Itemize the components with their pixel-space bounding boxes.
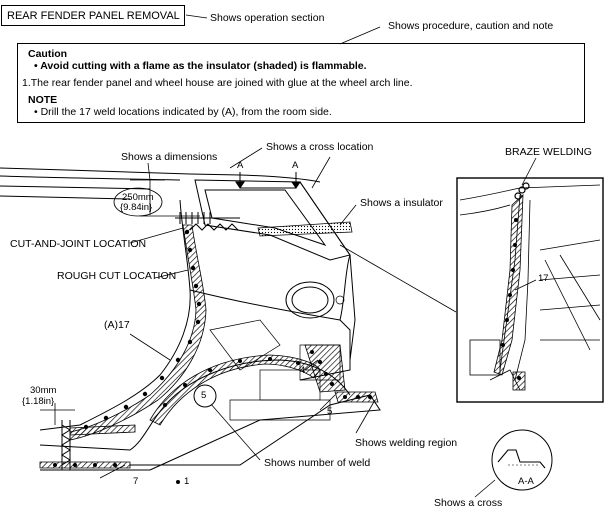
note-text: • Drill the 17 weld locations indicated … (34, 106, 332, 118)
braze-leader (521, 157, 537, 186)
weld-spots (53, 229, 372, 467)
dimension-30 (40, 403, 75, 425)
section-mark-a-right: A (292, 160, 299, 171)
section-title-box: REAR FENDER PANEL REMOVAL (1, 5, 185, 26)
procedure-box: Caution • Avoid cutting with a flame as … (17, 43, 585, 123)
roof-outline (0, 167, 321, 200)
rough-cut-label: ROUGH CUT LOCATION (57, 270, 177, 282)
caution-heading: Caution (28, 48, 68, 60)
weld-number-5b: 5 (327, 406, 333, 417)
note-heading: NOTE (28, 94, 58, 106)
dimension-250 (113, 162, 200, 217)
cross-section-label: A-A (518, 476, 534, 487)
weld-strip-arch (149, 354, 321, 426)
cross-location-callout: Shows a cross location (266, 141, 374, 153)
inset-braze (514, 182, 530, 200)
caution-text: • Avoid cutting with a flame as the insu… (34, 60, 367, 72)
braze-welding-label: BRAZE WELDING (505, 146, 592, 158)
cross-section-profile (497, 449, 546, 469)
note-text-body: Drill the 17 weld locations indicated by… (40, 106, 332, 118)
cut-and-joint-label: CUT-AND-JOINT LOCATION (10, 238, 147, 250)
callout-leaders (99, 147, 457, 479)
inset-weld-lower (512, 371, 526, 391)
dimensions-callout: Shows a dimensions (121, 151, 218, 163)
insulator-strip (257, 221, 353, 237)
weld-strip-sill (69, 424, 136, 436)
welding-region-callout: Shows welding region (355, 437, 458, 449)
weld-number-5: 5 (201, 390, 207, 401)
weld-count-circle (193, 384, 217, 408)
quarter-window (194, 179, 356, 361)
weld-number-4: 4 (300, 365, 306, 376)
cross-leader (474, 479, 496, 498)
fuel-lid (285, 281, 335, 319)
weld-number-1: 1 (184, 476, 190, 487)
section-mark-a-left: A (237, 160, 244, 171)
inset-17-leader (514, 279, 537, 291)
weld-count-callout: Shows number of weld (264, 457, 371, 469)
inset-weld-17-label: 17 (538, 273, 549, 284)
weld-region-4 (304, 344, 346, 393)
procedure-callout: Shows procedure, caution and note (388, 20, 554, 32)
dimension-30-inch-label: {1.18in} (22, 396, 55, 407)
procedure-leader (339, 26, 381, 45)
dimension-30-label: 30mm (30, 385, 57, 396)
dimension-250-label: 250mm (122, 192, 154, 203)
caution-text-body: Avoid cutting with a flame as the insula… (40, 60, 367, 72)
insulator-callout: Shows a insulator (360, 197, 443, 209)
section-title: REAR FENDER PANEL REMOVAL (7, 10, 180, 22)
cross-callout: Shows a cross (434, 497, 503, 509)
cross-section-circle (491, 429, 553, 491)
dimension-250-inch-label: {9.84in} (120, 202, 153, 213)
cross-location-marks (235, 172, 301, 189)
weld-mark-1-dot (176, 480, 180, 484)
weld-strip-pillar (69, 224, 207, 441)
weld-number-7: 7 (133, 476, 139, 487)
section-leader (185, 14, 208, 19)
weld-a17-label: (A)17 (104, 319, 130, 331)
inset-weld-strip (493, 194, 524, 376)
cut-lines (61, 212, 240, 470)
inset-weld-spots (501, 218, 521, 380)
procedure-step-1: 1.The rear fender panel and wheel house … (22, 77, 413, 89)
section-callout: Shows operation section (210, 12, 325, 24)
